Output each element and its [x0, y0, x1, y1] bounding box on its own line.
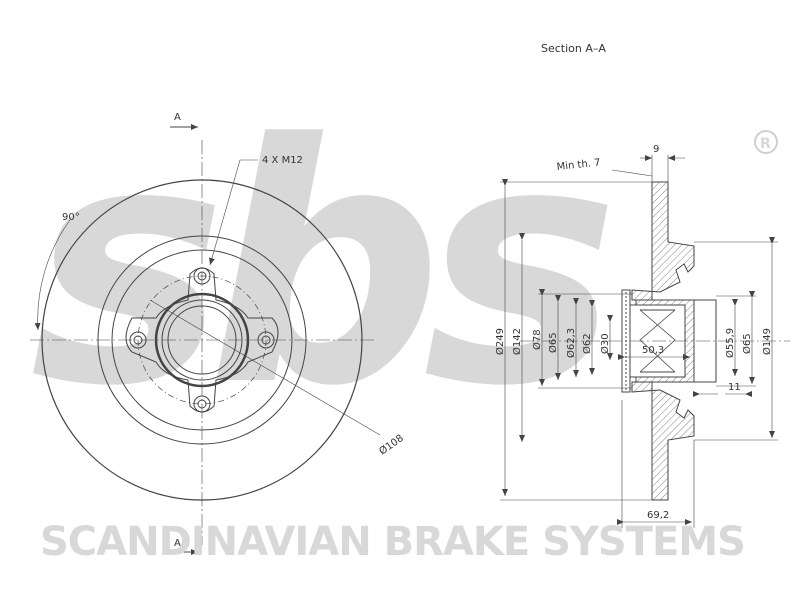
section-marker-top: A — [170, 112, 198, 130]
diameter-dimensions-right — [611, 155, 778, 528]
angle-label: 90° — [62, 212, 80, 223]
dim-65-left: Ø65 — [547, 332, 559, 353]
front-view — [30, 140, 381, 545]
bolt-callout: 4 X M12 — [262, 155, 303, 166]
section-marker-bottom: A — [170, 538, 198, 555]
registered-mark: R — [754, 130, 778, 154]
dim-30: Ø30 — [599, 333, 611, 354]
dim-total-height: 69,2 — [647, 510, 669, 521]
dim-55-9: Ø55,9 — [724, 328, 736, 358]
dim-149: Ø149 — [761, 328, 773, 355]
dimension-labels: Ø249 Ø142 Ø78 Ø65 Ø62,3 Ø62 Ø30 Ø55,9 Ø6… — [494, 144, 773, 521]
section-marker-top-label: A — [174, 112, 181, 123]
section-title: Section A–A — [541, 42, 606, 55]
section-view — [520, 181, 790, 501]
dim-thickness: 9 — [653, 144, 659, 155]
dim-62: Ø62 — [581, 333, 593, 354]
dim-offset-11: 11 — [728, 382, 741, 393]
registered-mark-letter: R — [760, 136, 771, 152]
dim-142: Ø142 — [511, 328, 523, 355]
brand-tagline: SCANDINAVIAN BRAKE SYSTEMS — [40, 519, 745, 565]
dim-65-right: Ø65 — [741, 333, 753, 354]
dim-outer: Ø249 — [494, 328, 506, 355]
section-marker-bottom-label: A — [174, 538, 181, 549]
diameter-dimensions-left — [500, 179, 652, 501]
dim-62-3: Ø62,3 — [565, 328, 577, 358]
min-thickness-label: Min th. 7 — [556, 157, 601, 173]
dim-hub-bore: 50,3 — [642, 345, 664, 356]
dim-78: Ø78 — [531, 329, 543, 350]
